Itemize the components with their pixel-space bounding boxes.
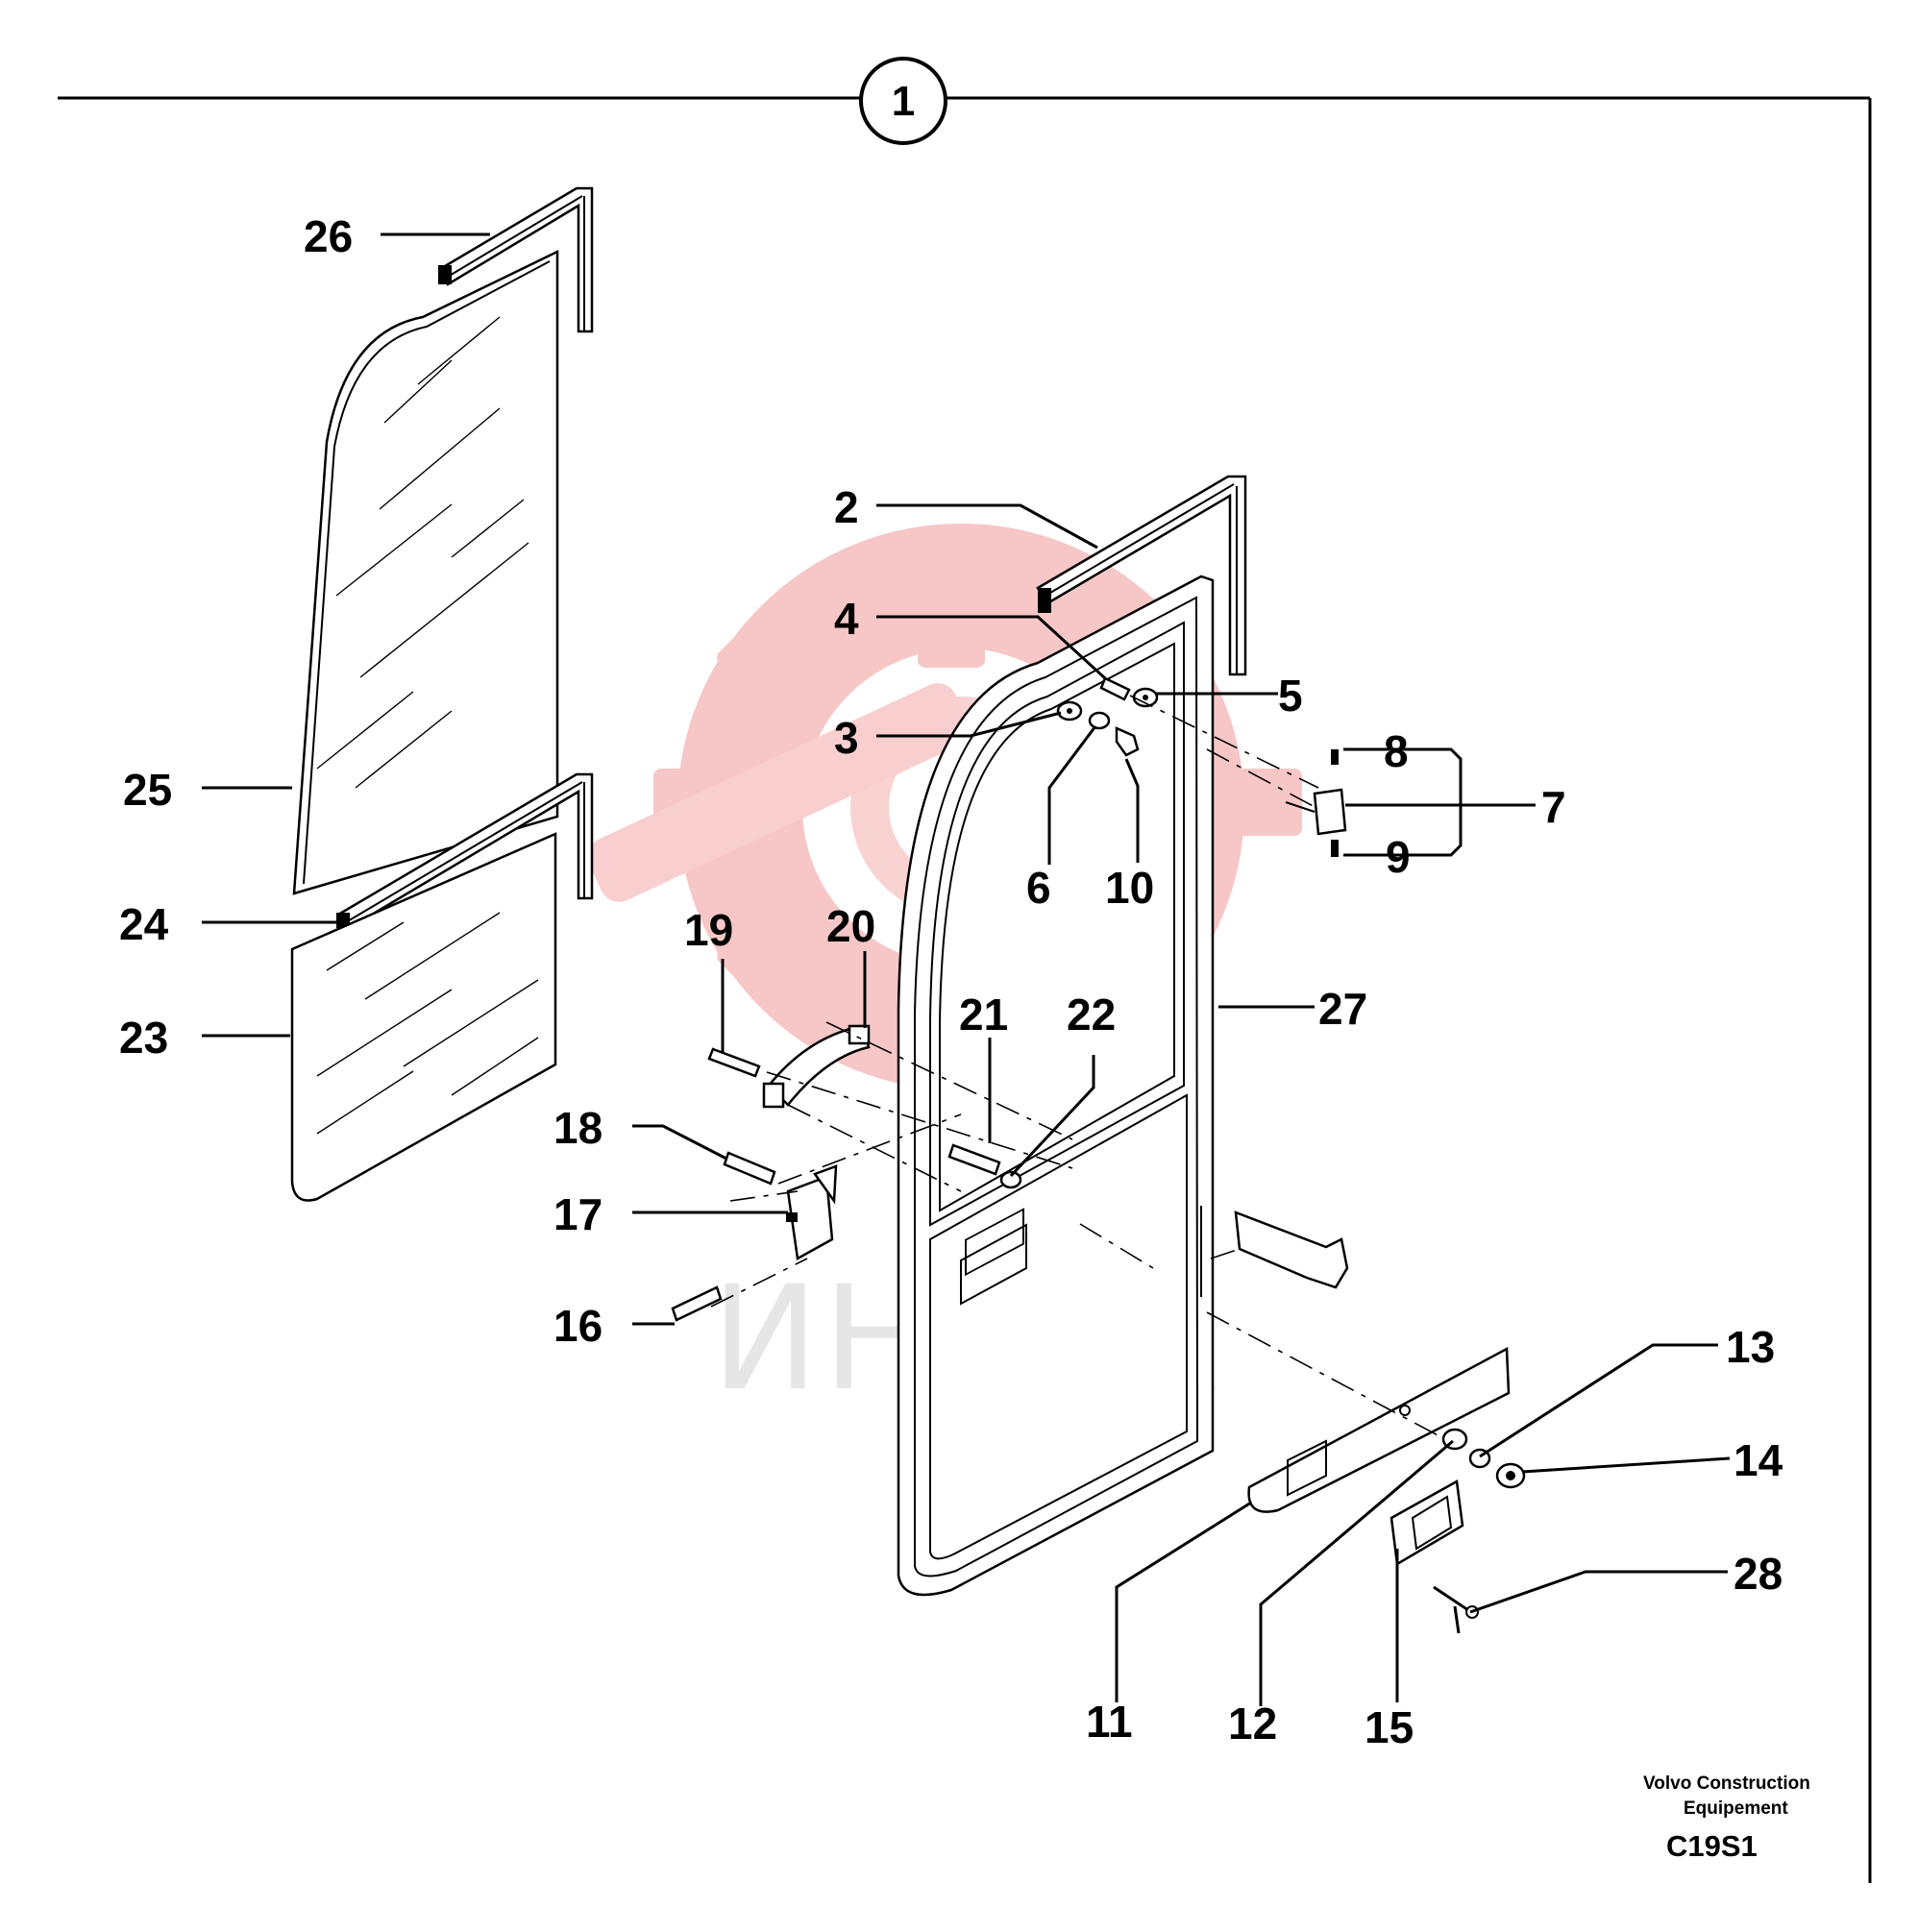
callout-21: 21 <box>959 990 1008 1039</box>
callout-2: 2 <box>834 482 859 532</box>
callout-27: 27 <box>1318 984 1367 1034</box>
callout-28: 28 <box>1734 1549 1783 1599</box>
callout-12: 12 <box>1228 1699 1277 1749</box>
bumper-10-part <box>1115 726 1140 757</box>
assembly-axis-lines <box>710 695 1442 1438</box>
callout-11: 11 <box>1086 1697 1133 1747</box>
callout-14: 14 <box>1734 1435 1783 1485</box>
upper-seal-part <box>438 186 594 333</box>
callout-3: 3 <box>834 713 859 763</box>
callout-10: 10 <box>1105 863 1154 913</box>
striker-17-part <box>786 1164 838 1260</box>
callout-22: 22 <box>1067 990 1116 1039</box>
trim-panel-11-part <box>1247 1346 1511 1513</box>
middle-seal-part <box>336 772 594 932</box>
upper-glass-part <box>292 250 559 895</box>
callout-16: 16 <box>553 1301 602 1351</box>
washer-6-part <box>1088 711 1111 730</box>
screw-19-part <box>707 1047 761 1078</box>
washer-3-part <box>1056 700 1083 721</box>
callout-26: 26 <box>304 211 353 261</box>
bolt-21-part <box>947 1143 1001 1176</box>
callout-5: 5 <box>1278 671 1303 721</box>
callout-18: 18 <box>553 1103 602 1153</box>
header-rule <box>58 96 1872 1883</box>
bolt-4-part <box>1099 676 1131 701</box>
callout-8: 8 <box>1384 726 1409 776</box>
footer-company-line2: Equipement <box>1684 1798 1788 1819</box>
callout-4: 4 <box>834 594 859 644</box>
door-top-seal-part <box>1036 475 1247 676</box>
lower-hinge-part <box>1234 1211 1349 1289</box>
callout-20: 20 <box>826 901 875 951</box>
callout-13: 13 <box>1726 1322 1775 1372</box>
callout-9: 9 <box>1386 832 1411 882</box>
callout-7: 7 <box>1541 782 1566 832</box>
callout-19: 19 <box>684 905 733 955</box>
callout-24: 24 <box>119 899 169 949</box>
door-vent-opening <box>960 1223 1027 1306</box>
screw-18-part <box>723 1151 776 1186</box>
lower-glass-part <box>290 832 557 1202</box>
leader-lines <box>202 232 1731 1706</box>
lock-handle-15-part <box>1389 1480 1464 1567</box>
screw-16-part <box>671 1285 723 1322</box>
callout-15: 15 <box>1365 1702 1414 1752</box>
callout-labels: 26 2 4 5 3 8 7 9 6 10 25 24 19 20 27 23 … <box>119 211 1783 1752</box>
footer-company-line1: Volvo Construction <box>1643 1773 1810 1794</box>
footer-drawing-code: C19S1 <box>1666 1829 1758 1863</box>
hinge-7-part <box>1285 749 1347 857</box>
callout-23: 23 <box>119 1013 168 1063</box>
callout-25: 25 <box>123 765 172 815</box>
assembly-number: 1 <box>892 78 915 125</box>
callout-6: 6 <box>1026 863 1051 913</box>
key-28-part <box>1433 1585 1479 1634</box>
nut-14-part <box>1495 1462 1526 1489</box>
handle-20-part <box>762 1024 871 1109</box>
assembly-number-circle <box>859 57 947 145</box>
door-frame-part <box>897 575 1215 1597</box>
callout-17: 17 <box>553 1189 602 1239</box>
washer-22-part <box>999 1170 1022 1189</box>
